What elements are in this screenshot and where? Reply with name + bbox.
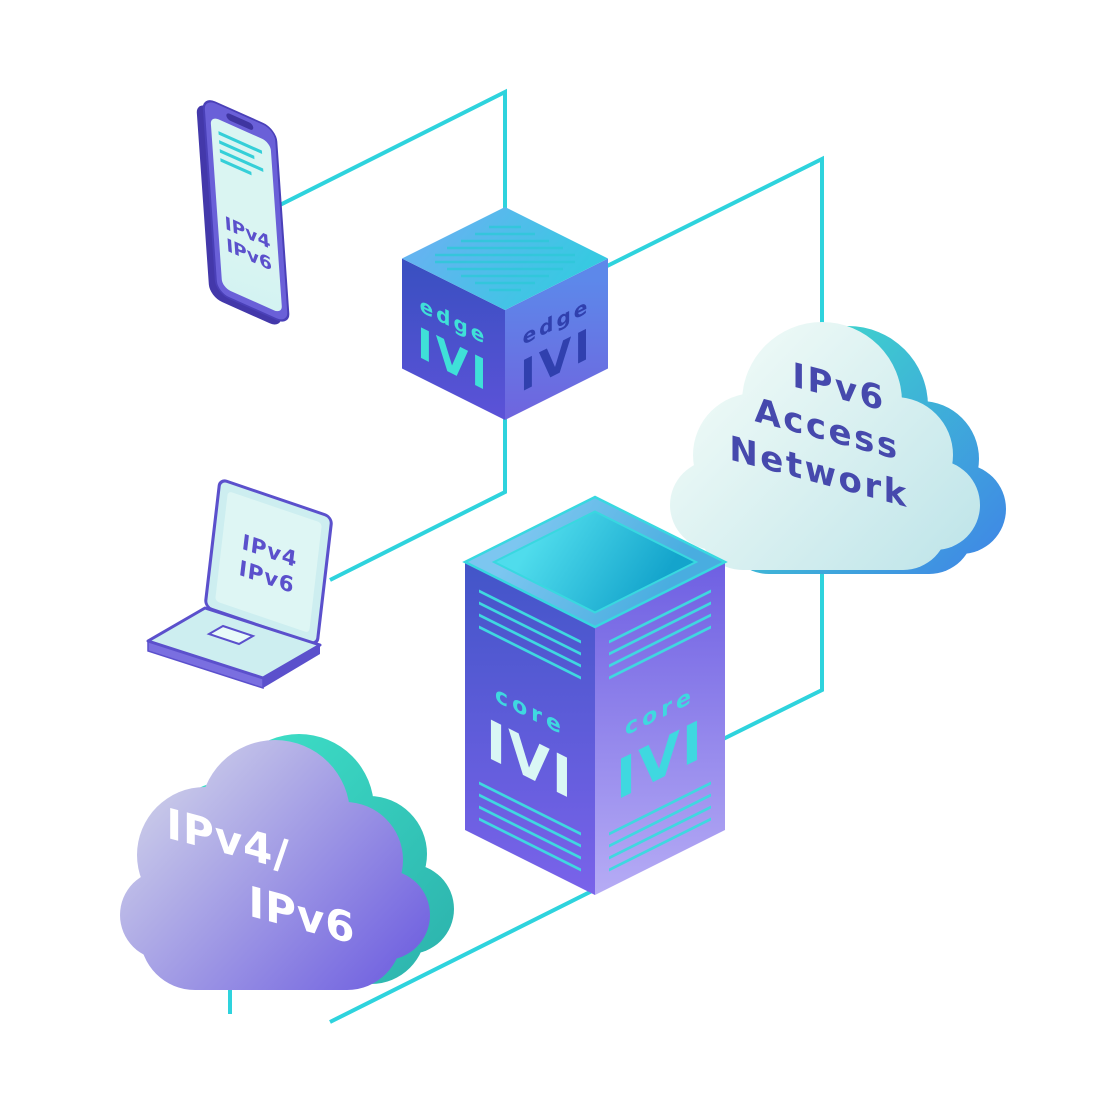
ipv4-ipv6-cloud: IPv4/ IPv6 (120, 734, 454, 990)
edge-router: edge IVI edge IVI (402, 207, 608, 420)
connector-core-to-dual-cloud (329, 886, 599, 1024)
core-left-top-vents (479, 589, 581, 680)
edge-cube-top-vents (435, 225, 575, 292)
laptop: IPv4 IPv6 (146, 479, 333, 690)
phone-screen (210, 118, 282, 312)
phone-screen-text-lines (218, 131, 264, 176)
ipv4-ipv6-cloud-body (120, 740, 430, 990)
smartphone: IPv4 IPv6 (196, 100, 290, 325)
laptop-base-right-edge (263, 645, 320, 688)
core-right-top-vents (609, 589, 711, 680)
core-left-bottom-vents (479, 781, 581, 872)
laptop-screen (215, 492, 322, 632)
ipv6-access-cloud-body (670, 322, 980, 570)
core-top-panel (491, 510, 699, 614)
core-right-bottom-vents (609, 781, 711, 872)
edge-cube-top-face (402, 207, 608, 310)
edge-cube-left-face (402, 258, 505, 420)
core-router: core IVI core IVI (462, 495, 728, 895)
edge-cube-right-face (505, 258, 608, 420)
connector-edge-to-laptop (329, 412, 507, 582)
connector-phone-to-edge (249, 88, 507, 222)
ipv6-access-cloud: IPv6 Access Network (670, 322, 1006, 574)
phone-speaker-icon (226, 113, 254, 130)
laptop-trackpad (206, 624, 256, 646)
